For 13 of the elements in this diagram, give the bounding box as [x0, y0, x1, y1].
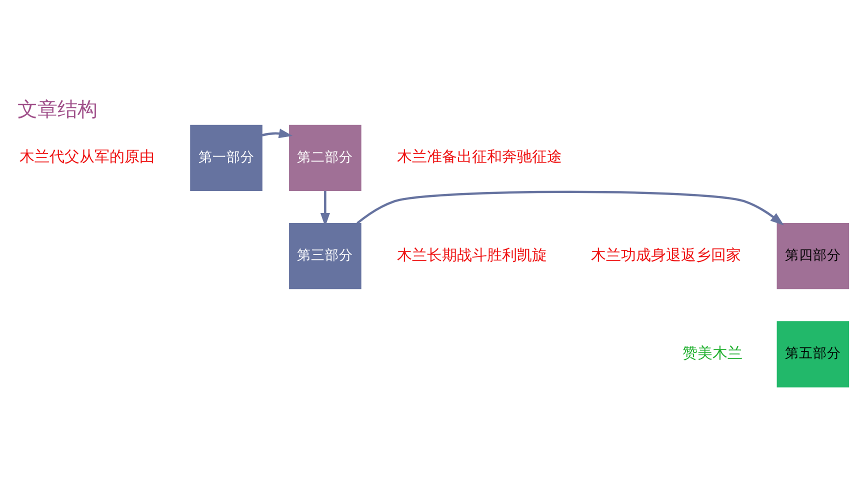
arrow	[262, 128, 293, 138]
arrow	[356, 190, 784, 226]
node-label: 木兰准备出征和奔驰征途	[397, 148, 562, 166]
node-label: 木兰代父从军的原由	[20, 148, 155, 166]
node-box: 第三部分	[289, 222, 362, 290]
node-label: 木兰长期战斗胜利凯旋	[397, 246, 548, 264]
node-box: 第四部分	[776, 222, 850, 290]
node-label: 木兰功成身退返乡回家	[591, 246, 742, 264]
node-label: 赞美木兰	[682, 344, 742, 362]
node-box: 第一部分	[190, 124, 262, 192]
diagram-title: 文章结构	[18, 98, 98, 121]
node-box: 第二部分	[289, 124, 362, 192]
node-box: 第五部分	[776, 321, 850, 388]
